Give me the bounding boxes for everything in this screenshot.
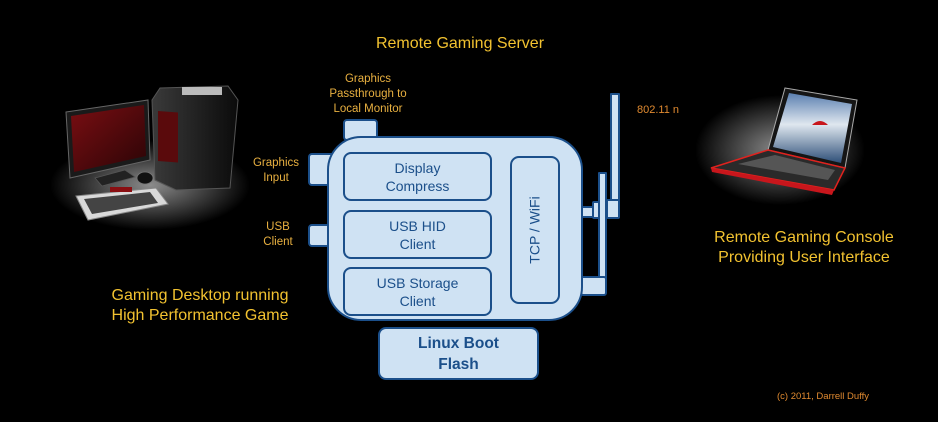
antenna-long <box>610 93 620 201</box>
block-line: USB Storage <box>376 274 459 291</box>
block-usb-storage-client-label: USB Storage Client <box>343 267 492 316</box>
block-display-compress <box>343 152 492 201</box>
desktop-caption: Gaming Desktop running High Performance … <box>80 286 320 326</box>
block-line: Display <box>394 159 441 176</box>
antenna-foot <box>580 276 607 296</box>
gaming-desktop-icon <box>50 85 250 230</box>
label-line: Local Monitor <box>333 103 403 115</box>
copyright: (c) 2011, Darrell Duffy <box>777 391 870 402</box>
antenna-short <box>598 172 607 290</box>
block-line: Compress <box>385 177 450 194</box>
label-line: Client <box>263 236 293 248</box>
block-line: Linux Boot <box>418 334 499 352</box>
block-tcp-wifi <box>510 156 560 304</box>
block-tcp-wifi-label: TCP / WiFi <box>510 156 560 304</box>
block-linux-boot-flash-label: Linux Boot Flash <box>378 327 539 380</box>
caption-line: Remote Gaming Console <box>714 229 894 246</box>
block-line: Flash <box>438 355 479 373</box>
caption-line: Providing User Interface <box>718 249 890 266</box>
caption-line: High Performance Game <box>111 307 289 324</box>
label-line: Passthrough to <box>329 88 407 100</box>
block-linux-boot-flash <box>378 327 539 380</box>
label-graphics-passthrough: Graphics Passthrough to Local Monitor <box>325 72 411 117</box>
label-usb-client: USB Client <box>254 220 302 250</box>
console-caption: Remote Gaming Console Providing User Int… <box>684 228 924 268</box>
block-usb-hid-client <box>343 210 492 259</box>
block-line: Client <box>399 292 436 309</box>
block-line: USB HID <box>389 217 446 234</box>
block-line: Client <box>399 235 436 252</box>
block-display-compress-label: Display Compress <box>343 152 492 201</box>
block-usb-hid-client-label: USB HID Client <box>343 210 492 259</box>
label-line: USB <box>266 221 290 233</box>
label-line: Graphics <box>252 157 300 169</box>
block-line: TCP / WiFi <box>527 196 543 264</box>
block-usb-storage-client <box>343 267 492 316</box>
label-line: Input <box>263 172 289 184</box>
antenna-base <box>606 199 620 219</box>
label-graphics-input: Graphics Input <box>244 156 308 186</box>
label-wifi-standard: 802.11 n <box>637 104 680 116</box>
label-line: Graphics <box>344 73 392 85</box>
diagram-title: Remote Gaming Server <box>375 35 545 52</box>
caption-line: Gaming Desktop running <box>111 287 289 304</box>
laptop-console-icon <box>695 87 865 205</box>
